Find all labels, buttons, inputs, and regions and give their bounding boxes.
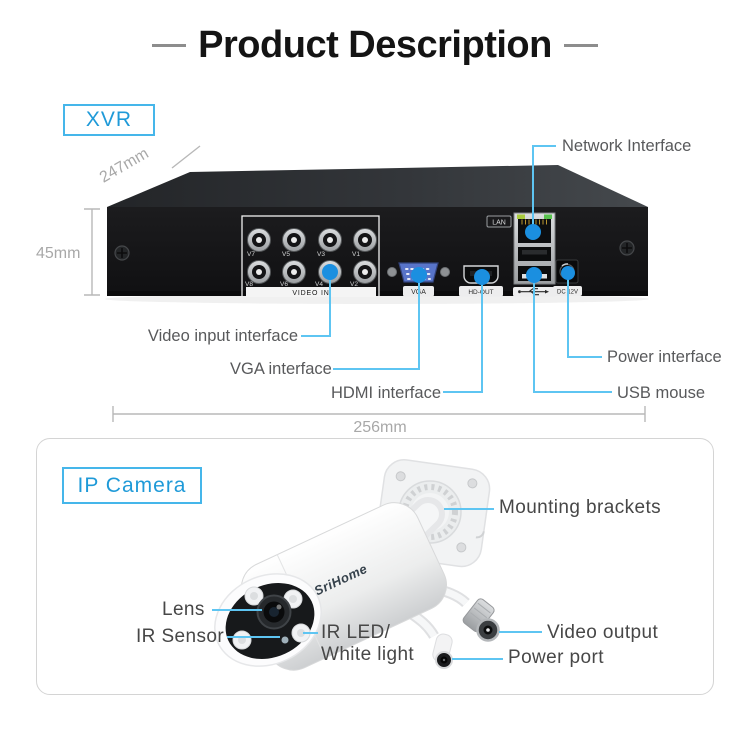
bnc-label: V7 bbox=[247, 251, 255, 258]
callout-dot-power bbox=[561, 266, 575, 280]
camera-lens bbox=[256, 594, 292, 630]
lan-label-frame bbox=[486, 215, 512, 228]
bnc-label: V3 bbox=[317, 251, 325, 258]
bnc-label: V1 bbox=[352, 251, 360, 258]
callout-dot-hdmi bbox=[474, 269, 490, 285]
callout-label-mounting-brackets: Mounting brackets bbox=[499, 497, 662, 518]
bnc-label: V8 bbox=[245, 281, 253, 288]
video-in-label: VIDEO IN bbox=[292, 290, 329, 297]
bnc-connector bbox=[353, 260, 377, 284]
video-in-section: V7 V5 V3 V1 V8 V6 V4 V2 VIDEO IN bbox=[241, 215, 380, 298]
bnc-label: V5 bbox=[282, 251, 290, 258]
bnc-connector bbox=[318, 228, 342, 252]
callout-line-vga bbox=[333, 277, 420, 370]
device-top-panel bbox=[107, 165, 648, 207]
callout-label-ir-led: IR LED/ White light bbox=[321, 622, 414, 666]
dimension-line-45mm bbox=[84, 208, 100, 296]
title-left-dash bbox=[152, 44, 187, 47]
dimension-256mm: 256mm bbox=[353, 419, 407, 436]
ir-led bbox=[244, 586, 264, 606]
ir-sensor-dot bbox=[281, 636, 289, 644]
dimension-tick-247mm bbox=[171, 145, 201, 169]
ip-camera-illustration: SriHome bbox=[212, 459, 542, 671]
ir-led-label-line2: White light bbox=[321, 644, 415, 665]
camera-callout-lines bbox=[212, 508, 542, 660]
bnc-connector bbox=[247, 260, 271, 284]
video-output-connector bbox=[462, 598, 500, 642]
usb-port-top bbox=[518, 247, 551, 261]
callout-label-lens: Lens bbox=[162, 599, 205, 620]
ir-led bbox=[232, 630, 252, 650]
panel-screw-left bbox=[114, 245, 130, 261]
header: Product Description bbox=[0, 24, 750, 67]
callout-label-usb-mouse: USB mouse bbox=[617, 384, 706, 402]
device-bottom-edge bbox=[107, 291, 648, 296]
callout-line-video-input bbox=[301, 274, 331, 337]
callout-dot-usb bbox=[526, 267, 542, 283]
bnc-label: V6 bbox=[280, 281, 288, 288]
callout-label-ir-sensor: IR Sensor bbox=[136, 626, 225, 647]
xvr-device-illustration: V7 V5 V3 V1 V8 V6 V4 V2 VIDEO IN V bbox=[105, 165, 649, 304]
video-in-label-bar bbox=[246, 287, 376, 297]
callout-label-hdmi-interface: HDMI interface bbox=[330, 384, 441, 402]
callout-label-power-port: Power port bbox=[508, 647, 604, 668]
callout-line-usb bbox=[533, 277, 612, 393]
lan-usb-module: LAN bbox=[486, 212, 557, 297]
bnc-label: V2 bbox=[350, 281, 358, 288]
callout-line-hdmi bbox=[443, 279, 483, 393]
dimension-line-256mm bbox=[112, 406, 646, 422]
bnc-connector bbox=[247, 228, 271, 252]
xvr-callout-lines bbox=[301, 145, 612, 393]
bnc-connector bbox=[282, 260, 306, 284]
dimension-45mm: 45mm bbox=[36, 245, 81, 262]
power-port-connector bbox=[432, 633, 453, 669]
xvr-badge: XVR bbox=[63, 104, 155, 136]
callout-label-power-interface: Power interface bbox=[607, 348, 722, 366]
page-title: Product Description bbox=[198, 24, 552, 66]
callout-label-network-interface: Network Interface bbox=[562, 137, 692, 155]
callout-line-network bbox=[532, 145, 556, 232]
panel-screw-right bbox=[619, 240, 635, 256]
callout-line-power bbox=[567, 275, 602, 358]
callout-label-vga-interface: VGA interface bbox=[230, 360, 332, 378]
callout-dot-vga bbox=[411, 267, 427, 283]
title-right-dash bbox=[563, 44, 598, 47]
callout-dot-network bbox=[525, 224, 541, 240]
callout-label-video-output: Video output bbox=[547, 622, 659, 643]
lan-port-label: LAN bbox=[492, 220, 506, 227]
bnc-connector bbox=[282, 228, 306, 252]
ip-camera-badge: IP Camera bbox=[62, 467, 202, 504]
ir-led-label-line1: IR LED/ bbox=[321, 622, 391, 643]
callout-label-video-input: Video input interface bbox=[147, 327, 298, 345]
dimension-marks bbox=[84, 145, 646, 422]
callout-dot-video-input bbox=[322, 264, 338, 280]
bnc-label: V4 bbox=[315, 281, 323, 288]
bnc-connector bbox=[353, 228, 377, 252]
device-shadow bbox=[105, 294, 649, 304]
xvr-callout-dots bbox=[322, 224, 575, 285]
